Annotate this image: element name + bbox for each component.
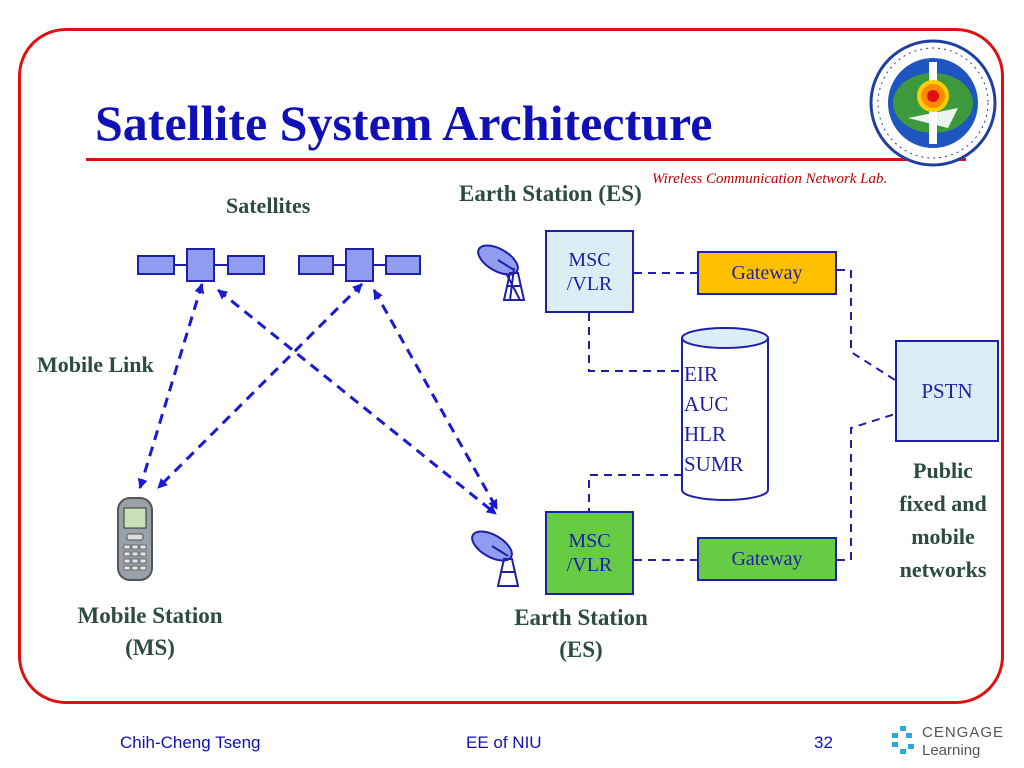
satellites-label: Satellites — [226, 193, 311, 218]
msc-top-line1: MSC — [568, 248, 611, 271]
satellite-2-icon — [298, 248, 421, 282]
db-eir: EIR — [684, 362, 718, 386]
title-underline — [86, 158, 966, 161]
pstn-label: PSTN — [921, 378, 973, 403]
msc-vlr-bottom-box: MSC /VLR — [545, 511, 634, 595]
lab-name: Wireless Communication Network Lab. — [652, 171, 888, 187]
db-sumr: SUMR — [684, 452, 744, 476]
cengage-logo: CENGAGE Learning — [888, 720, 1018, 764]
msc-bottom-line1: MSC — [568, 530, 611, 552]
public-networks-line3: mobile — [911, 524, 975, 549]
db-hlr: HLR — [684, 422, 726, 446]
mobile-station-line2: (MS) — [125, 635, 175, 660]
satellite-dish-top-icon — [477, 244, 526, 301]
earth-station-bottom-label: Earth Station (ES) — [490, 602, 672, 666]
gateway-top-label: Gateway — [731, 261, 803, 284]
database-labels: EIR AUC HLR SUMR — [684, 359, 744, 479]
earth-station-top-label: Earth Station (ES) — [459, 181, 642, 206]
slide-title: Satellite System Architecture — [95, 95, 713, 151]
msc-vlr-top-box: MSC /VLR — [545, 230, 634, 313]
msc-bottom-line2: /VLR — [566, 554, 613, 576]
gateway-top-box: Gateway — [697, 251, 837, 295]
public-networks-label: Public fixed and mobile networks — [878, 454, 1008, 586]
satellite-dish-bottom-icon — [471, 530, 520, 587]
pstn-box: PSTN — [895, 340, 999, 442]
footer-dept: EE of NIU — [466, 733, 542, 752]
footer-author: Chih-Cheng Tseng — [120, 733, 261, 752]
msc-top-line2: /VLR — [566, 272, 613, 295]
cengage-mark-icon — [892, 726, 914, 754]
public-networks-line4: networks — [899, 557, 987, 582]
network-connectors — [588, 269, 896, 561]
db-auc: AUC — [684, 392, 729, 416]
mobile-link-label: Mobile Link — [37, 352, 154, 377]
gateway-bottom-box: Gateway — [697, 537, 837, 581]
gateway-bottom-label: Gateway — [731, 547, 803, 570]
mobile-station-line1: Mobile Station — [77, 603, 223, 628]
university-seal-logo — [869, 39, 997, 167]
earth-station-bottom-line2: (ES) — [559, 637, 603, 662]
public-networks-line2: fixed and — [899, 491, 987, 516]
mobile-phone-icon — [117, 497, 153, 581]
database-cylinder — [681, 327, 769, 501]
satellite-1-icon — [137, 248, 265, 282]
slide-frame — [18, 28, 1004, 704]
mobile-links — [137, 282, 499, 516]
footer-page-number: 32 — [814, 733, 833, 752]
cengage-line1: CENGAGE — [922, 724, 1005, 741]
earth-station-bottom-line1: Earth Station — [514, 605, 648, 630]
public-networks-line1: Public — [913, 458, 973, 483]
mobile-station-label: Mobile Station (MS) — [55, 600, 245, 664]
cengage-line2: Learning — [922, 742, 981, 759]
